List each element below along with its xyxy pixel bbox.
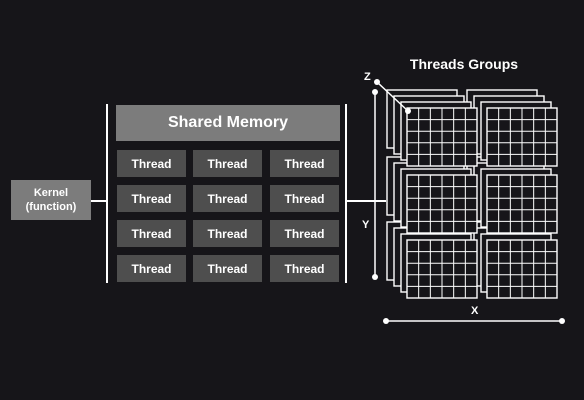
thread-cell: Thread [117, 150, 186, 177]
thread-cell: Thread [270, 255, 339, 282]
thread-cell: Thread [193, 220, 262, 247]
thread-cell: Thread [270, 185, 339, 212]
z-axis-end [374, 79, 380, 85]
x-axis-label: X [471, 305, 479, 317]
thread-group-panel [486, 239, 558, 299]
kernel-box: Kernel (function) [11, 180, 91, 220]
thread-cell: Thread [117, 255, 186, 282]
threads-groups-title: Threads Groups [409, 56, 519, 72]
thread-group-panel [406, 174, 478, 234]
kernel-label: Kernel [33, 187, 69, 199]
z-axis-label: Z [364, 71, 371, 83]
thread-cell: Thread [193, 185, 262, 212]
shared-memory-box: Shared Memory [116, 105, 340, 141]
y-axis-end [372, 89, 378, 95]
thread-groups-grid [386, 89, 558, 299]
y-axis-label: Y [362, 219, 370, 231]
y-axis-end [372, 274, 378, 280]
thread-group-panel [406, 239, 478, 299]
x-axis-end [383, 318, 389, 324]
thread-group-panel [486, 174, 558, 234]
thread-group-panel [406, 107, 478, 167]
thread-cell: Thread [117, 220, 186, 247]
z-axis-end [405, 108, 411, 114]
thread-cell: Thread [270, 150, 339, 177]
x-axis-end [559, 318, 565, 324]
z-axis [376, 81, 409, 112]
thread-group-panel [486, 107, 558, 167]
thread-cell: Thread [193, 150, 262, 177]
shared-memory-label: Shared Memory [167, 114, 289, 131]
thread-cell: Thread [117, 185, 186, 212]
thread-cell: Thread [270, 220, 339, 247]
kernel-sublabel: (function) [25, 201, 77, 213]
thread-cell: Thread [193, 255, 262, 282]
